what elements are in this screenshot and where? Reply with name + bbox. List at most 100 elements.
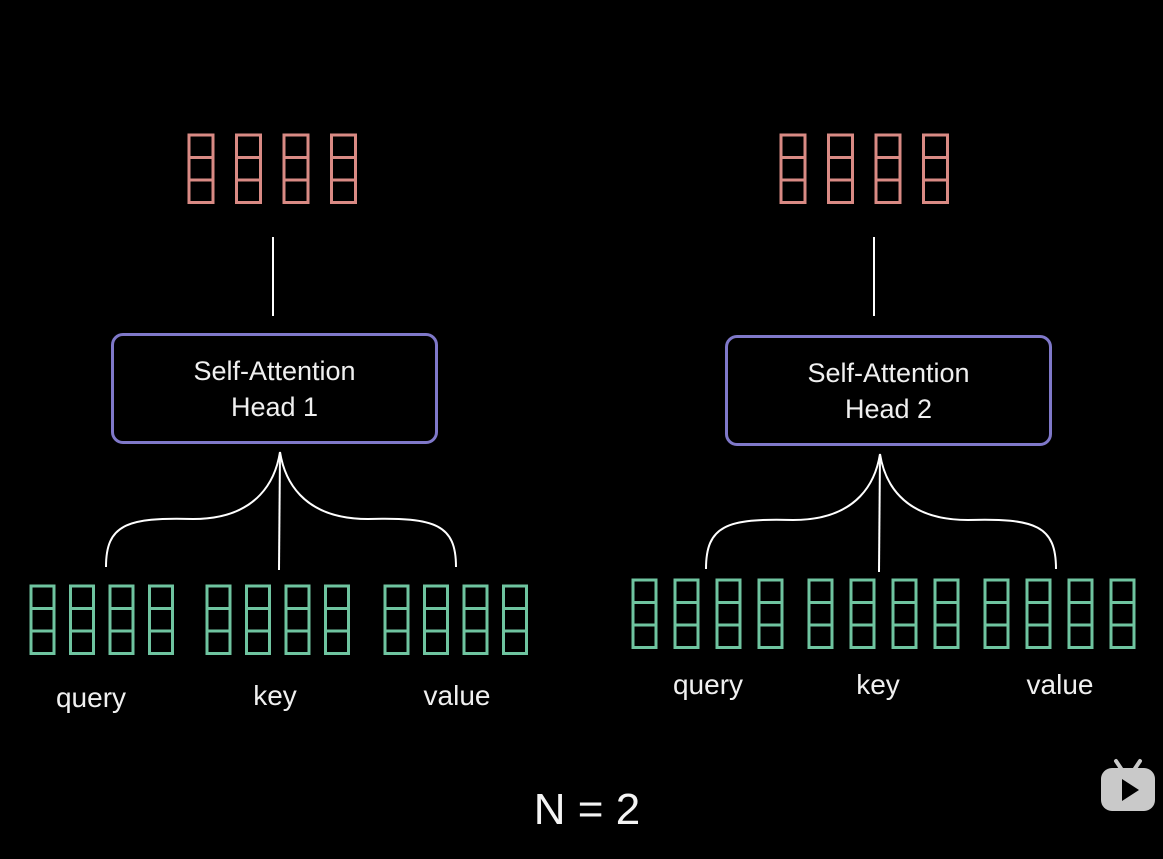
vector-cell <box>245 584 271 610</box>
vector-cell <box>1025 623 1052 649</box>
head-2-value-vectors <box>983 578 1136 649</box>
vector-cell <box>983 578 1010 604</box>
head-2-title: Self-Attention <box>807 357 970 388</box>
vector-cell <box>282 156 310 182</box>
vector-cell <box>284 629 311 655</box>
head-2-value-label: value <box>1026 669 1094 700</box>
vector-cell <box>29 629 56 655</box>
num-heads-formula: N = 2 <box>533 785 641 834</box>
vector-cell <box>631 623 658 649</box>
vector-cell <box>205 607 232 633</box>
self-attention-head-1-box: Self-Attention Head 1 <box>111 333 438 444</box>
vector-cell <box>245 629 271 655</box>
vector-cell <box>205 584 232 610</box>
head-1-key-label: key <box>253 680 297 711</box>
vector-cell <box>807 601 834 627</box>
head-2-output-vectors <box>779 133 949 204</box>
vector-cell <box>1109 578 1136 604</box>
head-1-query-vectors <box>29 584 174 655</box>
head-2-key-label: key <box>856 669 900 700</box>
vector-cell <box>423 584 449 610</box>
vector-cell <box>983 601 1010 627</box>
vector-cell <box>148 607 174 633</box>
vector-cell <box>187 156 215 182</box>
vector-cell <box>235 178 262 204</box>
play-tv-icon <box>1098 757 1158 815</box>
vector-cell <box>779 133 807 159</box>
vector-cell <box>922 156 949 182</box>
head-2-query-label: query <box>672 669 744 700</box>
head-1-subtitle: Head 1 <box>230 391 319 422</box>
vector-cell <box>1067 578 1094 604</box>
vector-cell <box>502 607 528 633</box>
vector-cell <box>29 584 56 610</box>
head-1-title: Self-Attention <box>193 355 356 386</box>
head-1-input-brace <box>105 451 457 568</box>
vector-cell <box>330 178 357 204</box>
vector-cell <box>673 601 700 627</box>
vector-cell <box>284 607 311 633</box>
vector-cell <box>922 133 949 159</box>
vector-cell <box>631 578 658 604</box>
vector-cell <box>245 607 271 633</box>
vector-cell <box>1109 601 1136 627</box>
vector-cell <box>324 584 350 610</box>
vector-cell <box>933 578 960 604</box>
vector-cell <box>284 584 311 610</box>
vector-cell <box>330 133 357 159</box>
vector-cell <box>807 623 834 649</box>
vector-cell <box>849 623 876 649</box>
vector-cell <box>69 629 95 655</box>
vector-cell <box>462 629 489 655</box>
vector-cell <box>779 178 807 204</box>
vector-cell <box>715 601 742 627</box>
vector-cell <box>874 178 902 204</box>
vector-cell <box>235 156 262 182</box>
head-2-subtitle: Head 2 <box>844 393 933 424</box>
vector-cell <box>108 607 135 633</box>
vector-cell <box>324 607 350 633</box>
vector-cell <box>108 629 135 655</box>
head-1-value-label: value <box>423 680 491 711</box>
vector-cell <box>29 607 56 633</box>
head-1-query-label: query <box>55 682 127 713</box>
vector-cell <box>69 607 95 633</box>
vector-cell <box>891 578 918 604</box>
self-attention-head-2-box: Self-Attention Head 2 <box>725 335 1052 446</box>
vector-cell <box>849 601 876 627</box>
vector-cell <box>330 156 357 182</box>
vector-cell <box>827 133 854 159</box>
head-1-input-brace-stem <box>278 451 281 571</box>
vector-cell <box>807 578 834 604</box>
head-1-output-vectors <box>187 133 357 204</box>
vector-cell <box>1067 623 1094 649</box>
vector-cell <box>933 601 960 627</box>
head-2-query-vectors <box>631 578 784 649</box>
vector-cell <box>715 578 742 604</box>
vector-cell <box>891 623 918 649</box>
vector-cell <box>874 133 902 159</box>
vector-cell <box>1067 601 1094 627</box>
vector-cell <box>757 578 784 604</box>
vector-cell <box>462 607 489 633</box>
vector-cell <box>933 623 960 649</box>
vector-cell <box>673 578 700 604</box>
head-1-key-vectors <box>205 584 350 655</box>
vector-cell <box>673 623 700 649</box>
vector-cell <box>891 601 918 627</box>
head-2-key-vectors <box>807 578 960 649</box>
vector-cell <box>148 629 174 655</box>
vector-cell <box>69 584 95 610</box>
vector-cell <box>827 156 854 182</box>
head-2-input-brace <box>705 453 1057 570</box>
vector-cell <box>779 156 807 182</box>
vector-cell <box>187 133 215 159</box>
vector-cell <box>1025 601 1052 627</box>
vector-cell <box>383 584 410 610</box>
vector-cell <box>282 133 310 159</box>
vector-cell <box>849 578 876 604</box>
vector-cell <box>423 629 449 655</box>
vector-cell <box>148 584 174 610</box>
head-1-value-vectors <box>383 584 528 655</box>
